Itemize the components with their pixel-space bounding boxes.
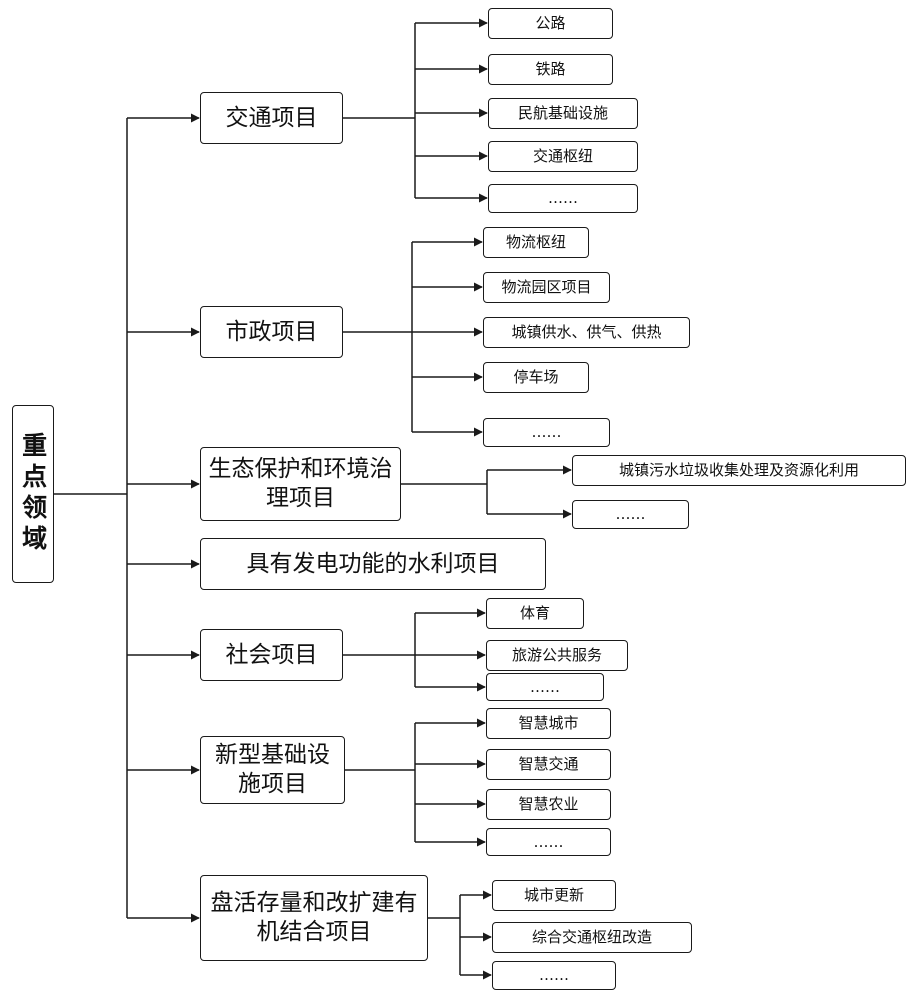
leaf-node: 公路 (488, 8, 613, 39)
root-node: 重点领域 (12, 405, 54, 583)
leaf-node: …… (492, 961, 616, 990)
leaf-node: …… (486, 673, 604, 701)
leaf-node: 城镇供水、供气、供热 (483, 317, 690, 348)
category-node-1: 市政项目 (200, 306, 343, 358)
leaf-node: 智慧交通 (486, 749, 611, 780)
category-node-3: 具有发电功能的水利项目 (200, 538, 546, 590)
leaf-node: …… (488, 184, 638, 213)
leaf-node: 停车场 (483, 362, 589, 393)
leaf-node: 城市更新 (492, 880, 616, 911)
leaf-node: 城镇污水垃圾收集处理及资源化利用 (572, 455, 906, 486)
leaf-node: 综合交通枢纽改造 (492, 922, 692, 953)
category-node-0: 交通项目 (200, 92, 343, 144)
category-node-5: 新型基础设施项目 (200, 736, 345, 804)
leaf-node: 铁路 (488, 54, 613, 85)
leaf-node: …… (486, 828, 611, 856)
leaf-node: 物流园区项目 (483, 272, 610, 303)
category-node-2: 生态保护和环境治理项目 (200, 447, 401, 521)
leaf-node: 交通枢纽 (488, 141, 638, 172)
leaf-node: 体育 (486, 598, 584, 629)
leaf-node: …… (572, 500, 689, 529)
leaf-node: 旅游公共服务 (486, 640, 628, 671)
leaf-node: 民航基础设施 (488, 98, 638, 129)
category-node-6: 盘活存量和改扩建有机结合项目 (200, 875, 428, 961)
leaf-node: …… (483, 418, 610, 447)
leaf-node: 智慧农业 (486, 789, 611, 820)
leaf-node: 物流枢纽 (483, 227, 589, 258)
leaf-node: 智慧城市 (486, 708, 611, 739)
category-node-4: 社会项目 (200, 629, 343, 681)
